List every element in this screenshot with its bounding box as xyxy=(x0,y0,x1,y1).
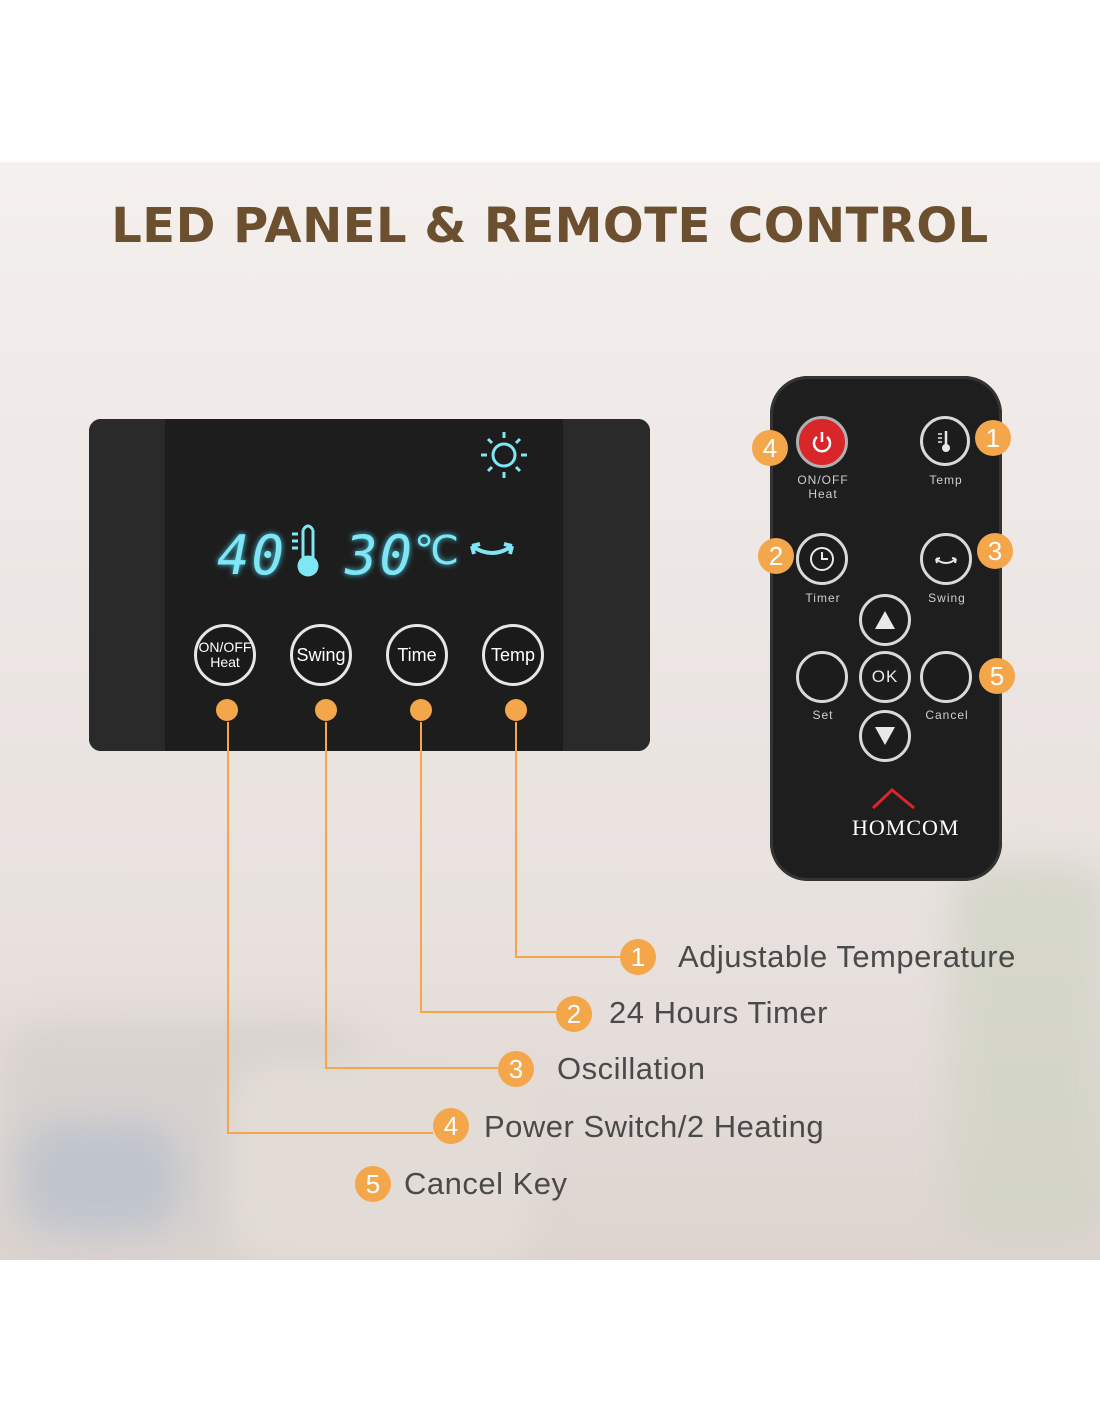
blurred-chair xyxy=(230,1062,530,1260)
callout-badge-4: 4 xyxy=(433,1108,469,1144)
remote-badge-4: 4 xyxy=(752,430,788,466)
arrow-up-icon xyxy=(875,611,895,629)
thermometer-icon xyxy=(292,524,319,577)
remote-badge-1: 1 xyxy=(975,420,1011,456)
remote-timer-label: Timer xyxy=(805,591,841,605)
callout-text-2: 24 Hours Timer xyxy=(609,995,828,1030)
remote-set-button[interactable] xyxy=(796,651,848,703)
connector-dot xyxy=(315,699,337,721)
panel-time-button[interactable]: Time xyxy=(386,624,448,686)
led-panel xyxy=(89,419,650,751)
callout-text-3: Oscillation xyxy=(557,1051,706,1086)
house-logo-icon xyxy=(871,788,915,810)
clock-icon xyxy=(810,547,834,571)
callout-text-1: Adjustable Temperature xyxy=(678,939,1016,974)
swing-icon xyxy=(935,557,957,564)
remote-brand: HOMCOM xyxy=(852,815,960,840)
callout-text-5: Cancel Key xyxy=(404,1166,568,1201)
connector-dot xyxy=(410,699,432,721)
led-display-left: 40 xyxy=(217,524,287,587)
blurred-cushion xyxy=(20,1122,180,1232)
callout-badge-3: 3 xyxy=(498,1051,534,1087)
callout-badge-5: 5 xyxy=(355,1166,391,1202)
callout-badge-1: 1 xyxy=(620,939,656,975)
led-display-right: 30 xyxy=(345,524,415,587)
panel-temp-button[interactable]: Temp xyxy=(482,624,544,686)
power-icon xyxy=(812,432,832,453)
remote-power-button[interactable] xyxy=(796,416,848,468)
connector-dot xyxy=(216,699,238,721)
remote-cancel-label: Cancel xyxy=(925,708,969,722)
remote-badge-3: 3 xyxy=(977,533,1013,569)
remote-badge-2: 2 xyxy=(758,538,794,574)
remote-temp-label: Temp xyxy=(929,473,963,487)
sun-icon xyxy=(481,432,527,478)
remote-ok-button[interactable]: OK xyxy=(859,651,911,703)
remote-cancel-button[interactable] xyxy=(920,651,972,703)
thermometer-icon xyxy=(938,431,950,452)
callout-text-4: Power Switch/2 Heating xyxy=(484,1109,825,1144)
remote-badge-5: 5 xyxy=(979,658,1015,694)
panel-swing-button[interactable]: Swing xyxy=(290,624,352,686)
page-title: LED PANEL & REMOTE CONTROL xyxy=(111,198,989,254)
remote-up-button[interactable] xyxy=(859,594,911,646)
remote-set-label: Set xyxy=(812,708,834,722)
arrow-down-icon xyxy=(875,727,895,745)
connector-dot xyxy=(505,699,527,721)
remote-down-button[interactable] xyxy=(859,710,911,762)
swing-icon xyxy=(470,542,514,555)
remote-swing-label: Swing xyxy=(928,591,966,605)
callout-badge-2: 2 xyxy=(556,996,592,1032)
blurred-plant xyxy=(950,862,1100,1242)
led-unit: ℃ xyxy=(414,528,459,574)
remote-temp-button[interactable] xyxy=(920,416,970,466)
remote-swing-button[interactable] xyxy=(920,533,972,585)
remote-timer-button[interactable] xyxy=(796,533,848,585)
